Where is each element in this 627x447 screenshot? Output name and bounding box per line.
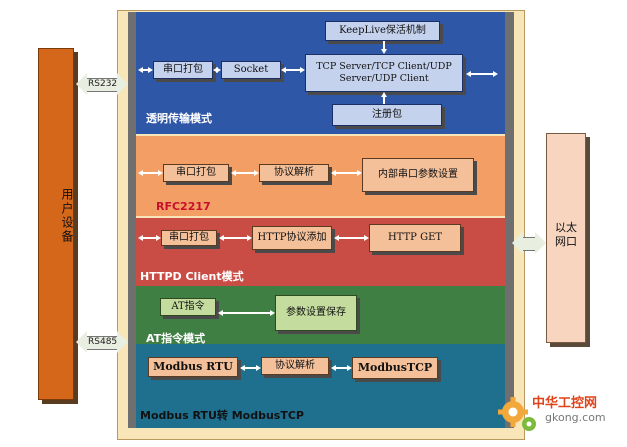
socket-box: Socket xyxy=(221,61,281,79)
at-command-box: AT指令 xyxy=(160,298,216,316)
rs485-label: RS485 xyxy=(88,337,118,347)
serial-pack-box-transparent: 串口打包 xyxy=(153,61,213,79)
protocol-parse-box-modbus: 协议解析 xyxy=(261,357,329,375)
arrow-register-up xyxy=(381,92,387,104)
tcp-udp-line2: Server/UDP Client xyxy=(339,73,429,84)
register-packet-box: 注册包 xyxy=(332,104,442,126)
gkong-logo-icon xyxy=(498,397,536,431)
arrow-t4 xyxy=(466,71,498,77)
rfc2217-title: RFC2217 xyxy=(156,200,211,213)
arrow-r1 xyxy=(138,170,163,176)
keeplive-box: KeepLive保活机制 xyxy=(325,21,440,41)
at-mode-title: AT指令模式 xyxy=(146,332,206,345)
protocol-parse-box-rfc: 协议解析 xyxy=(259,164,329,182)
ethernet-connector xyxy=(512,232,546,254)
ethernet-label-line2: 网口 xyxy=(555,235,577,248)
internal-serial-params-box: 内部串口参数设置 xyxy=(362,158,474,192)
param-save-box: 参数设置保存 xyxy=(275,295,357,331)
right-bus-bar xyxy=(505,12,514,428)
arrow-a1 xyxy=(218,310,275,316)
serial-pack-box-rfc: 串口打包 xyxy=(163,164,229,182)
watermark-name: 中华工控网 xyxy=(532,396,598,411)
modbus-tcp-box: ModbusTCP xyxy=(352,357,438,379)
arrow-h3 xyxy=(334,235,369,241)
modbus-rtu-box: Modbus RTU xyxy=(148,357,238,377)
http-add-box: HTTP协议添加 xyxy=(252,226,332,250)
tcp-udp-box: TCP Server/TCP Client/UDP Server/UDP Cli… xyxy=(305,54,463,92)
arrow-t1 xyxy=(138,67,153,73)
arrow-keeplive-down xyxy=(381,41,387,54)
ethernet-port-label: 以太 网口 xyxy=(546,221,586,249)
httpd-client-title: HTTPD Client模式 xyxy=(140,270,244,283)
arrow-m1 xyxy=(240,365,261,371)
modbus-title: Modbus RTU转 ModbusTCP xyxy=(140,409,304,422)
arrow-h1 xyxy=(138,235,161,241)
arrow-t2 xyxy=(213,67,221,73)
transparent-mode-title: 透明传输模式 xyxy=(146,112,212,125)
rs232-label: RS232 xyxy=(88,79,118,89)
watermark-url: gkong.com xyxy=(545,411,606,424)
ethernet-port-block xyxy=(546,133,586,343)
serial-pack-box-http: 串口打包 xyxy=(161,230,217,246)
arrow-r2 xyxy=(231,170,259,176)
arrow-t3 xyxy=(281,67,305,73)
left-bus-bar xyxy=(128,12,136,428)
user-device-block xyxy=(38,48,74,400)
rs485-connector: RS485 xyxy=(76,331,128,353)
user-device-label: 用户设备 xyxy=(60,188,74,244)
ethernet-label-line1: 以太 xyxy=(555,221,577,234)
arrow-r3 xyxy=(331,170,362,176)
arrow-m2 xyxy=(331,365,352,371)
arrow-h2 xyxy=(219,235,252,241)
tcp-udp-line1: TCP Server/TCP Client/UDP xyxy=(316,61,452,72)
rs232-connector: RS232 xyxy=(76,73,128,95)
http-get-box: HTTP GET xyxy=(369,224,461,252)
